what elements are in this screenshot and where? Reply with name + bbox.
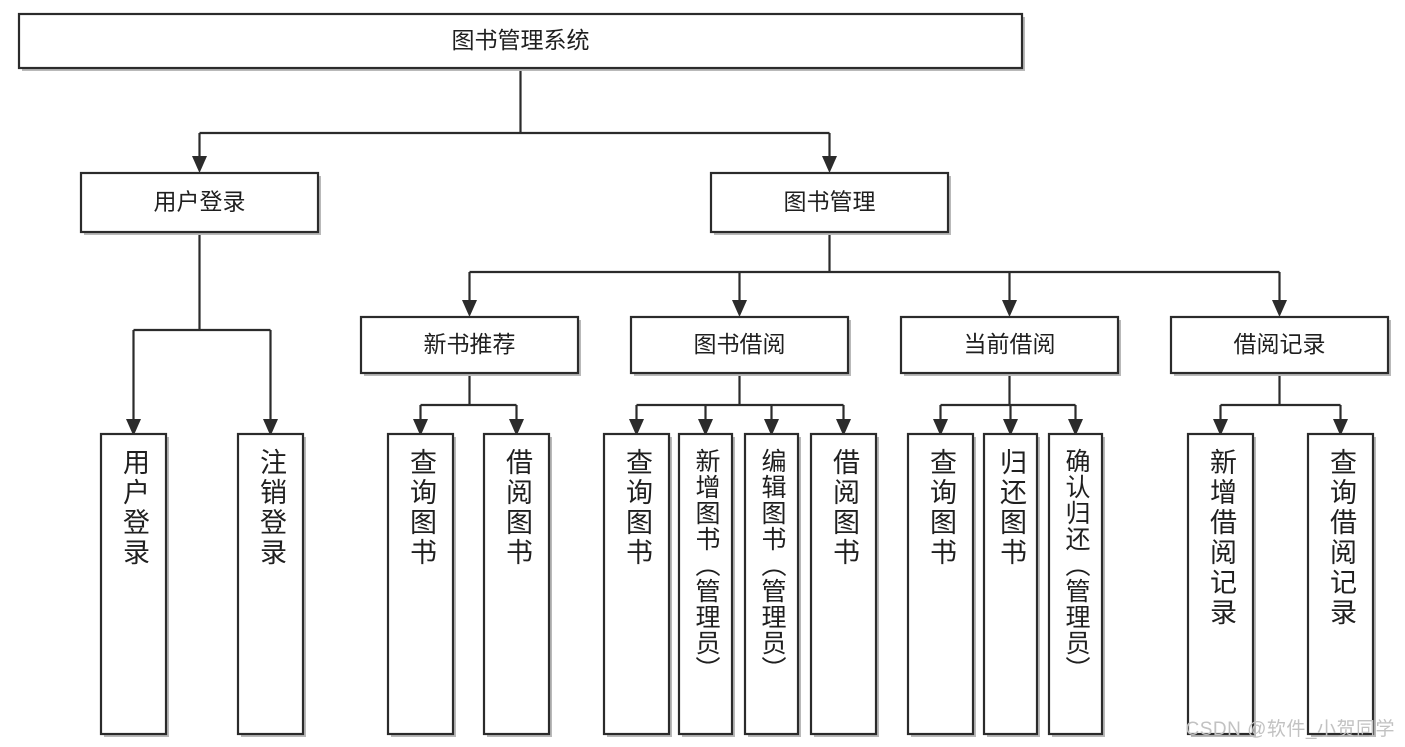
arrow-record-to-1 [1213,419,1228,436]
leaf-node-12[interactable] [1186,432,1256,737]
leaf-node-8[interactable] [809,432,879,737]
leaf-node-5[interactable] [602,432,672,737]
level3-node-3[interactable] [899,315,1121,376]
node-layer [17,12,1391,737]
leaf-node-11[interactable] [1047,432,1105,737]
arrow-borrow-to-1 [629,419,644,436]
level3-node-label-1: 新书推荐 [424,331,516,357]
arrow-newbook-to-1 [413,419,428,436]
arrow-borrow-to-3 [764,419,779,436]
level3-node-label-2: 图书借阅 [694,331,786,357]
arrow-borrow-to-4 [836,419,851,436]
arrow-bookmgmt-to-2 [732,300,747,317]
arrow-current-to-3 [1068,419,1083,436]
arrow-root-to-1 [192,156,207,173]
leaf-node-6[interactable] [677,432,735,737]
connector-layer [126,68,1348,436]
level3-node-label-3: 当前借阅 [964,331,1056,357]
leaf-node-1[interactable] [99,432,169,737]
arrow-current-to-2 [1003,419,1018,436]
arrow-record-to-2 [1333,419,1348,436]
arrow-bookmgmt-to-3 [1002,300,1017,317]
root-node-1[interactable] [17,12,1025,71]
arrow-bookmgmt-to-1 [462,300,477,317]
leaf-node-10[interactable] [982,432,1040,737]
arrow-userlogin-to-1 [126,419,141,436]
level3-node-label-4: 借阅记录 [1234,331,1326,357]
arrow-current-to-1 [933,419,948,436]
level2-node-2[interactable] [709,171,951,235]
arrow-root-to-2 [822,156,837,173]
leaf-node-4[interactable] [482,432,552,737]
root-node-label-1: 图书管理系统 [452,27,590,53]
leaf-node-3[interactable] [386,432,456,737]
leaf-node-7[interactable] [743,432,801,737]
arrow-userlogin-to-2 [263,419,278,436]
level3-node-4[interactable] [1169,315,1391,376]
level3-node-2[interactable] [629,315,851,376]
arrow-newbook-to-2 [509,419,524,436]
level2-node-label-2: 图书管理 [784,189,876,215]
leaf-node-2[interactable] [236,432,306,737]
level2-node-label-1: 用户登录 [154,189,246,215]
arrow-borrow-to-2 [698,419,713,436]
leaf-node-9[interactable] [906,432,976,737]
arrow-bookmgmt-to-4 [1272,300,1287,317]
leaf-node-13[interactable] [1306,432,1376,737]
level2-node-1[interactable] [79,171,321,235]
level3-node-1[interactable] [359,315,581,376]
watermark-text: CSDN @软件_小贺同学 [1185,719,1395,740]
